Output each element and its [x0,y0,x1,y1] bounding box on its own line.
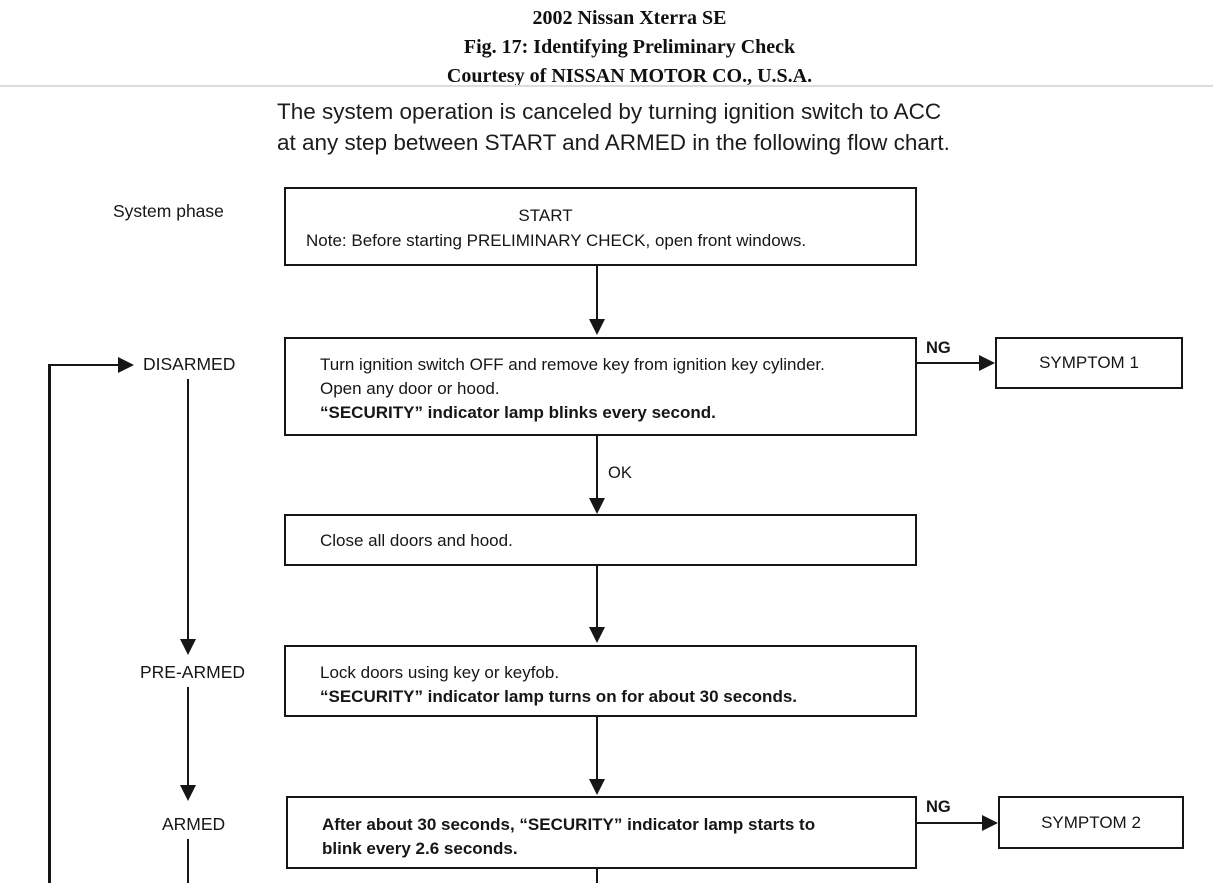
intro-paragraph: The system operation is canceled by turn… [277,96,950,158]
connector-below-armed-label [187,839,189,883]
header-divider [0,85,1213,87]
disarmed-check-line-3: “SECURITY” indicator lamp blinks every s… [320,403,716,422]
courtesy-line: Courtesy of NISSAN MOTOR CO., U.S.A. [446,65,813,87]
ng2-arrowhead-icon [982,815,998,831]
ng-label-1: NG [926,339,951,357]
connector-prearmed-armed [187,687,189,786]
symptom1-box: SYMPTOM 1 [995,337,1183,389]
close-doors-box: Close all doors and hood. [284,514,917,566]
disarmed-check-line-1: Turn ignition switch OFF and remove key … [320,355,825,374]
system-phase-label: System phase [113,201,224,221]
disarmed-check-box: Turn ignition switch OFF and remove key … [284,337,917,436]
start-box-title: START [518,206,573,225]
loopback-arrowhead-icon [118,357,134,373]
armed-check-line-2: blink every 2.6 seconds. [322,839,518,858]
disarmed-check-line-2: Open any door or hood. [320,379,500,398]
document-header: 2002 Nissan Xterra SE Fig. 17: Identifyi… [0,4,1213,91]
symptom2-label: SYMPTOM 2 [1041,812,1141,832]
arrow-close-prearmed-arrowhead-icon [589,627,605,643]
ng1-line [917,362,981,364]
connector-prearmed-armed-arrowhead-icon [180,785,196,801]
phase-label-disarmed: DISARMED [143,354,236,374]
armed-check-line-1: After about 30 seconds, “SECURITY” indic… [322,815,816,834]
ng2-line [917,822,983,824]
connector-disarmed-prearmed [187,379,189,640]
ng1-arrowhead-icon [979,355,995,371]
symptom2-box: SYMPTOM 2 [998,796,1184,849]
arrow-prearmed-armed-line [596,717,598,780]
vehicle-title: 2002 Nissan Xterra SE [532,7,727,29]
pre-armed-check-line-2: “SECURITY” indicator lamp turns on for a… [320,687,798,706]
intro-line-2: at any step between START and ARMED in t… [277,130,950,155]
figure-title: Fig. 17: Identifying Preliminary Check [463,36,796,58]
arrow-start-disarmed-arrowhead-icon [589,319,605,335]
start-box: START Note: Before starting PRELIMINARY … [284,187,917,266]
ng-label-2: NG [926,798,951,816]
loopback-horizontal-line [48,364,120,366]
ok-label: OK [608,464,632,482]
arrow-ok-arrowhead-icon [589,498,605,514]
intro-line-1: The system operation is canceled by turn… [277,99,942,124]
pre-armed-check-line-1: Lock doors using key or keyfob. [320,663,560,682]
arrow-close-prearmed-line [596,566,598,628]
start-box-note: Note: Before starting PRELIMINARY CHECK,… [306,231,807,250]
connector-disarmed-prearmed-arrowhead-icon [180,639,196,655]
symptom1-label: SYMPTOM 1 [1039,353,1139,372]
phase-label-pre-armed: PRE-ARMED [140,662,246,682]
arrow-armed-continuation-line [596,869,598,883]
arrow-ok-line [596,436,598,499]
close-doors-line-1: Close all doors and hood. [320,531,513,550]
armed-check-box: After about 30 seconds, “SECURITY” indic… [286,796,917,869]
phase-label-armed: ARMED [162,814,226,834]
pre-armed-check-box: Lock doors using key or keyfob. “SECURIT… [284,645,917,717]
arrow-start-disarmed-line [596,266,598,320]
loopback-vertical-line [48,364,51,883]
arrow-prearmed-armed-arrowhead-icon [589,779,605,795]
